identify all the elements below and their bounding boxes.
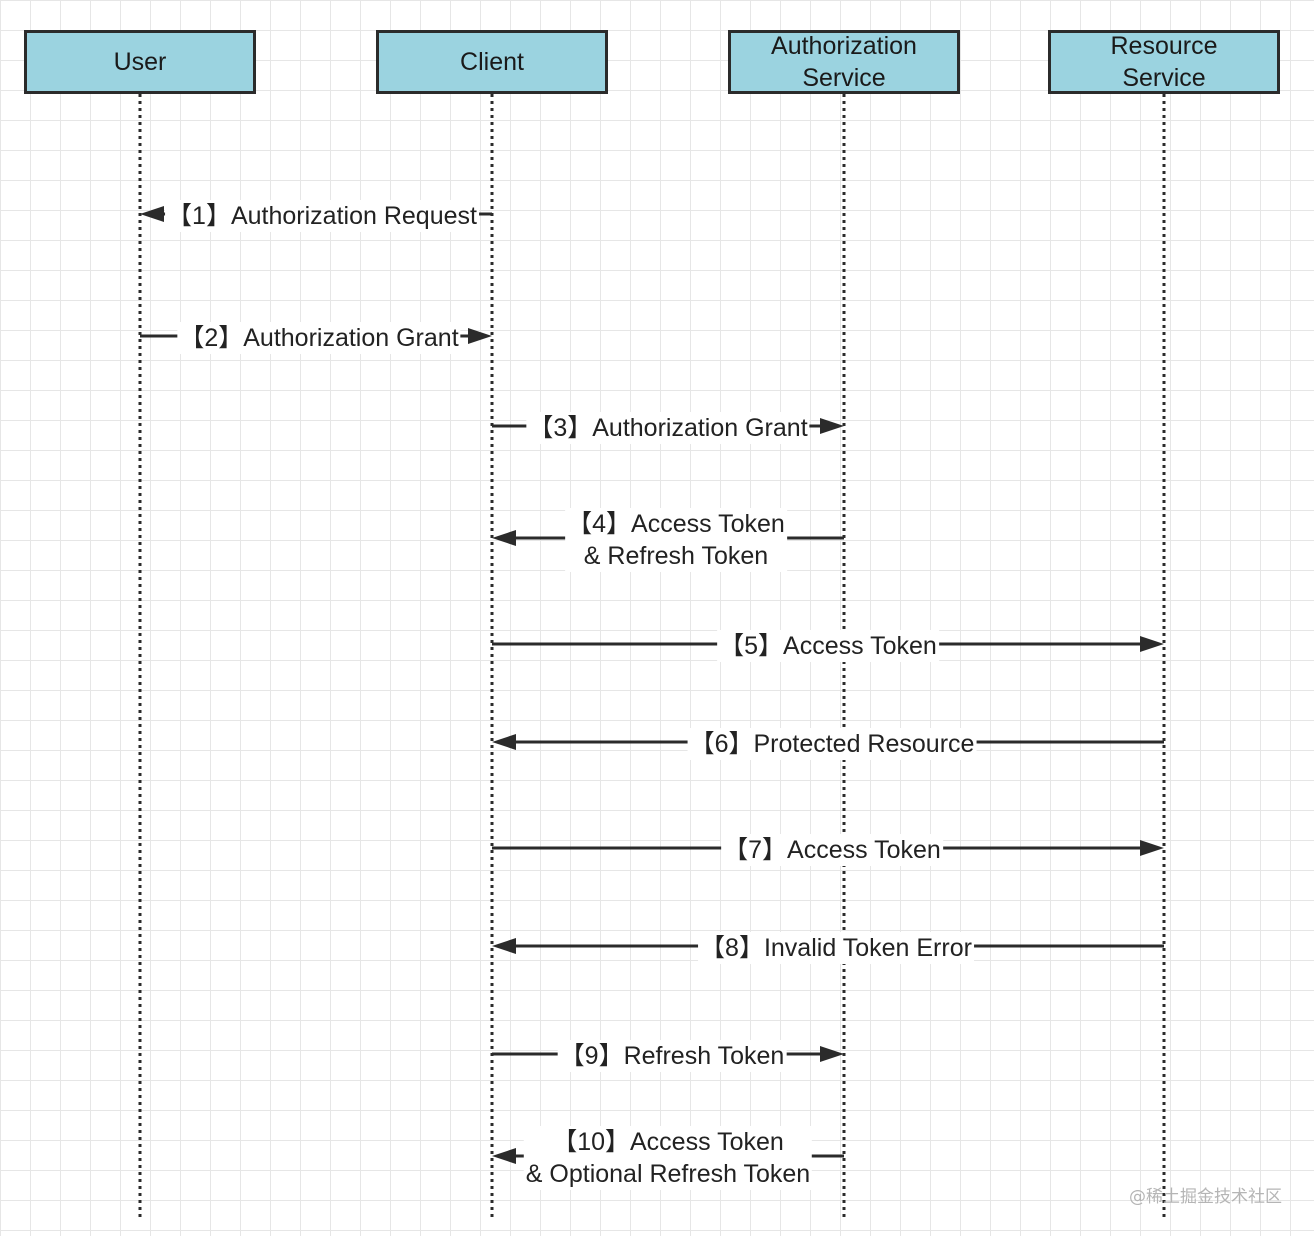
message-arrowhead-1 xyxy=(140,206,164,222)
message-arrowhead-7 xyxy=(1140,840,1164,856)
message-label-2: 【2】Authorization Grant xyxy=(177,322,461,354)
message-label-3: 【3】Authorization Grant xyxy=(526,412,810,444)
message-arrowhead-5 xyxy=(1140,636,1164,652)
message-arrowhead-8 xyxy=(492,938,516,954)
actor-label: Client xyxy=(460,48,524,76)
message-label-4: 【4】Access Token & Refresh Token xyxy=(565,508,787,572)
message-label-9: 【9】Refresh Token xyxy=(557,1040,787,1072)
actor-authorization-service: Authorization Service xyxy=(728,30,960,94)
message-arrowhead-4 xyxy=(492,530,516,546)
actor-resource-service: Resource Service xyxy=(1048,30,1280,94)
message-label-8: 【8】Invalid Token Error xyxy=(698,932,974,964)
watermark: @稀土掘金技术社区 xyxy=(1129,1187,1282,1207)
actor-client: Client xyxy=(376,30,608,94)
message-label-7: 【7】Access Token xyxy=(721,834,943,866)
message-label-1: 【1】Authorization Request xyxy=(165,200,479,232)
message-arrowhead-2 xyxy=(468,328,492,344)
actor-label: User xyxy=(113,48,167,76)
message-label-5: 【5】Access Token xyxy=(717,630,939,662)
message-label-10: 【10】Access Token & Optional Refresh Toke… xyxy=(523,1126,813,1190)
actor-label: Resource Service xyxy=(1110,32,1218,92)
message-arrowhead-9 xyxy=(820,1046,844,1062)
actor-label: Authorization Service xyxy=(771,32,917,92)
message-arrowhead-6 xyxy=(492,734,516,750)
message-label-6: 【6】Protected Resource xyxy=(687,728,977,760)
actor-user: User xyxy=(24,30,256,94)
message-arrowhead-3 xyxy=(820,418,844,434)
message-arrowhead-10 xyxy=(492,1148,516,1164)
